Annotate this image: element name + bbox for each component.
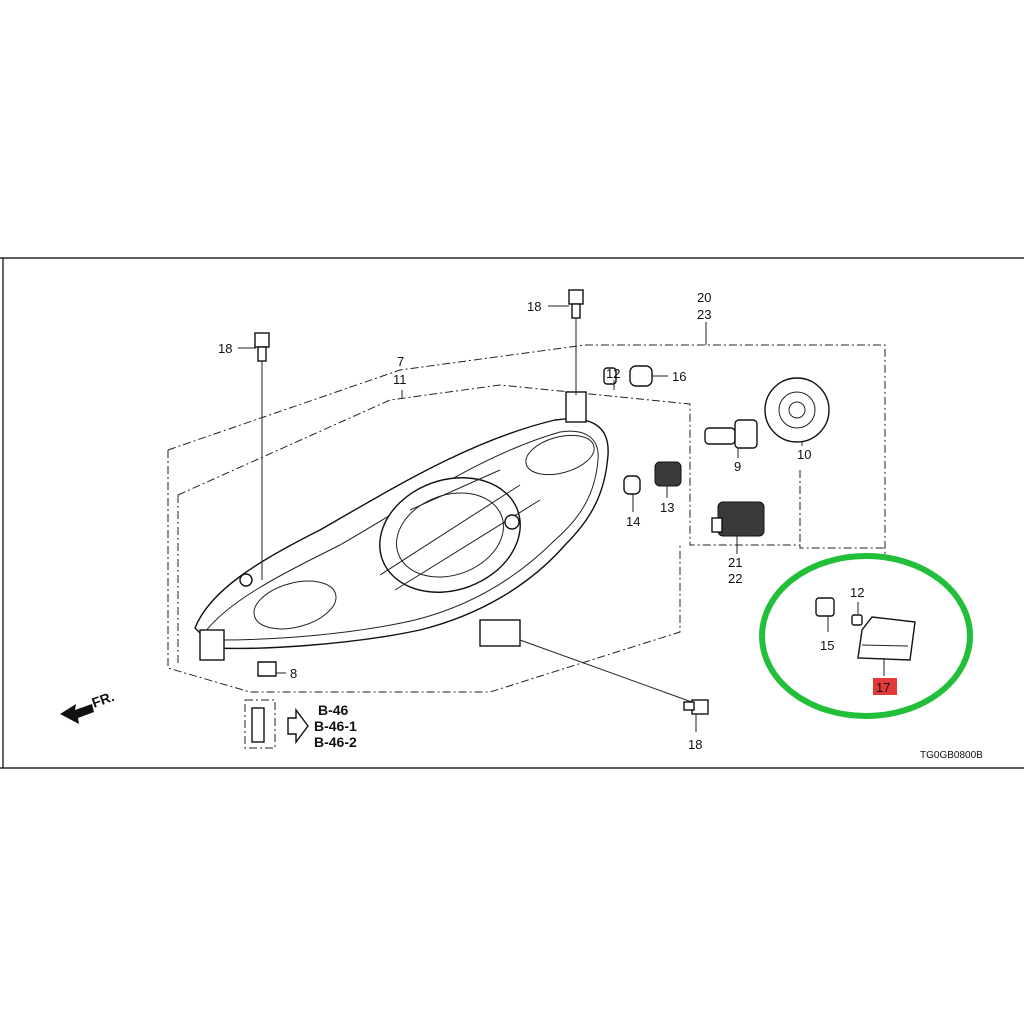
bulb-12-side xyxy=(851,614,863,626)
leader-lines xyxy=(238,305,885,732)
module-21 xyxy=(717,501,765,537)
part-number-labels: 18 18 7 11 20 23 12 16 9 10 14 13 21 22 … xyxy=(218,290,864,752)
label-12-top: 12 xyxy=(606,366,620,381)
headlight-assembly xyxy=(194,391,609,661)
reference-block: B-46 B-46-1 B-46-2 xyxy=(287,702,357,750)
label-21: 21 xyxy=(728,555,742,570)
assembly-outline xyxy=(167,344,886,749)
diagram-code: TG0GB0800B xyxy=(920,750,983,761)
bolt-18-left xyxy=(254,332,270,348)
reference-b46-2: B-46-2 xyxy=(314,734,357,750)
highlight-group: 17 xyxy=(759,553,973,719)
label-15: 15 xyxy=(820,638,834,653)
socket-16 xyxy=(629,365,653,387)
label-7: 7 xyxy=(397,354,404,369)
bulb-12-top xyxy=(603,367,617,385)
label-11: 11 xyxy=(393,372,407,387)
label-13: 13 xyxy=(660,500,674,515)
bolt-lower-left xyxy=(251,707,265,743)
reference-arrow-icon xyxy=(287,707,309,745)
label-14: 14 xyxy=(626,514,640,529)
clip-8 xyxy=(257,661,277,677)
side-marker-lamp-17 xyxy=(857,616,916,661)
label-23: 23 xyxy=(697,307,711,322)
front-arrow-icon xyxy=(60,704,94,724)
reference-b46: B-46 xyxy=(318,702,349,718)
label-18-top: 18 xyxy=(527,299,541,314)
bolt-parts xyxy=(251,289,709,743)
bulb-9 xyxy=(704,427,736,445)
label-9: 9 xyxy=(734,459,741,474)
front-direction-marker: FR. xyxy=(60,688,116,724)
cap-10 xyxy=(764,377,830,443)
front-label: FR. xyxy=(90,688,117,711)
bolt-18-top xyxy=(568,289,584,305)
label-17-highlight xyxy=(873,678,897,695)
bulb-14 xyxy=(623,475,641,495)
reference-b46-1: B-46-1 xyxy=(314,718,357,734)
label-17: 17 xyxy=(876,680,890,695)
label-18-bottom: 18 xyxy=(688,737,702,752)
highlight-circle xyxy=(759,553,973,719)
label-18-left: 18 xyxy=(218,341,232,356)
label-8: 8 xyxy=(290,666,297,681)
diagram-frame xyxy=(0,257,1024,769)
label-10: 10 xyxy=(797,447,811,462)
label-12-side: 12 xyxy=(850,585,864,600)
socket-15 xyxy=(815,597,835,617)
label-16: 16 xyxy=(672,369,686,384)
bulb-parts xyxy=(257,365,916,677)
label-20: 20 xyxy=(697,290,711,305)
label-22: 22 xyxy=(728,571,742,586)
socket-13 xyxy=(654,461,682,487)
